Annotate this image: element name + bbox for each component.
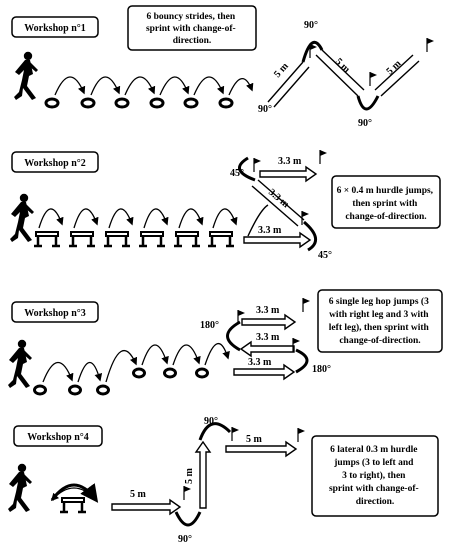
runner-icon: [8, 339, 32, 388]
workshop-4-description: 6 lateral 0.3 m hurdle jumps (3 to left …: [329, 445, 421, 507]
distance-label: 3.3 m: [256, 305, 280, 316]
distance-label: 5 m: [272, 60, 291, 80]
workshop-4-description-box: [311, 435, 439, 517]
sprint-path: [226, 313, 309, 381]
lateral-hurdle: [50, 483, 99, 514]
sprint-path: [111, 422, 298, 527]
workshop-2-description-box: [331, 175, 441, 229]
distance-label: 5 m: [246, 434, 263, 445]
distance-label: 5 m: [333, 56, 353, 75]
workshop-4-label-box: [13, 425, 103, 447]
workshop-1-description: 6 bouncy strides, then sprint with chang…: [146, 12, 238, 46]
hurdles: [32, 230, 236, 248]
flag-icon: [369, 71, 378, 87]
sprint-path: [238, 156, 318, 252]
runner-icon: [14, 51, 38, 100]
hoops: [33, 367, 209, 396]
distance-label: 3.3 m: [278, 156, 302, 167]
runner-icon: [10, 193, 34, 242]
flag-icon: [253, 157, 262, 173]
angle-label: 45°: [318, 250, 332, 261]
workshop-3-description: 6 single leg hop jumps (3 with right leg…: [329, 296, 431, 346]
flag-icon: [302, 297, 311, 313]
distance-label: 3.3 m: [256, 332, 280, 343]
jump-arcs: [38, 208, 238, 229]
workshop-4: Workshop n°4 5 m 5 m 5 m 90° 90° 6 later…: [8, 416, 439, 545]
workshop-3-label: Workshop n°3: [24, 308, 86, 319]
workshop-1-label: Workshop n°1: [24, 23, 86, 34]
stride-arcs: [54, 76, 254, 96]
workshop-3-label-box: [11, 301, 99, 323]
sprint-path: [267, 40, 420, 111]
distance-label: 5 m: [384, 58, 404, 77]
angle-label: 90°: [178, 534, 192, 545]
distance-label: 5 m: [130, 489, 147, 500]
flag-icon: [319, 149, 328, 165]
workshop-2-label: Workshop n°2: [24, 158, 86, 169]
distance-label: 3.3 m: [266, 187, 291, 211]
workshop-4-label: Workshop n°4: [27, 432, 89, 443]
angle-label: 180°: [312, 364, 331, 375]
distance-label: 5 m: [184, 468, 195, 485]
workshop-1-description-box: [127, 5, 257, 51]
workshop-3-description-box: [317, 289, 443, 353]
angle-label: 45°: [230, 168, 244, 179]
distance-label: 3.3 m: [258, 225, 282, 236]
hop-arcs: [42, 343, 230, 383]
angle-label: 90°: [204, 416, 218, 427]
runner-icon: [8, 463, 32, 512]
workshop-3: Workshop n°3 3.3 m: [8, 289, 443, 396]
flag-icon: [231, 426, 240, 442]
workshop-2-label-box: [11, 151, 99, 173]
flag-icon: [183, 485, 192, 501]
workshop-1: Workshop n°1 6 bouncy strides, then spri…: [11, 5, 435, 129]
flag-icon: [297, 427, 306, 443]
angle-label: 90°: [304, 20, 318, 31]
workshop-2: Workshop n°2 3.3: [10, 149, 441, 261]
workshop-2-description: 6 × 0.4 m hurdle jumps, then sprint with…: [337, 186, 436, 222]
angle-label: 180°: [200, 320, 219, 331]
angle-label: 90°: [358, 118, 372, 129]
distance-label: 3.3 m: [248, 357, 272, 368]
angle-label: 90°: [258, 104, 272, 115]
flag-icon: [426, 37, 435, 53]
workshop-1-label-box: [11, 16, 99, 38]
hoops: [44, 97, 234, 109]
